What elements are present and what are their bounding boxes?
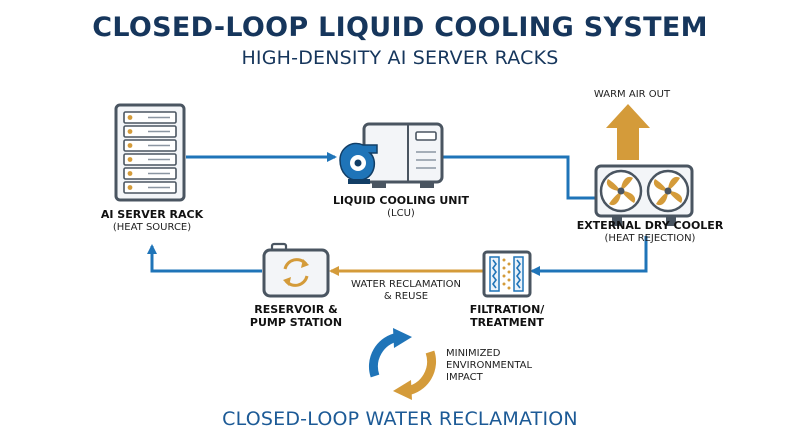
server-rack-icon <box>114 103 186 202</box>
dry-cooler-subtitle: (HEAT REJECTION) <box>604 233 696 244</box>
impact-line1: MINIMIZED <box>446 348 501 359</box>
filtration-label: FILTRATION/ TREATMENT <box>452 303 562 329</box>
page-title: CLOSED-LOOP LIQUID COOLING SYSTEM <box>92 12 708 43</box>
reservoir-label: RESERVOIR & PUMP STATION <box>236 303 356 329</box>
reclamation-line2: & REUSE <box>383 291 429 302</box>
filtration-icon <box>482 250 532 298</box>
reservoir-title-line1: RESERVOIR & <box>254 303 338 316</box>
impact-line2: ENVIRONMENTAL <box>446 360 533 371</box>
warm-air-label: WARM AIR OUT <box>593 89 671 100</box>
warm-air-arrow-icon <box>606 104 650 160</box>
reclamation-line1: WATER RECLAMATION <box>351 279 461 290</box>
filtration-title-line2: TREATMENT <box>470 316 544 329</box>
dry-cooler-icon <box>594 164 694 226</box>
dry-cooler-title: EXTERNAL DRY COOLER <box>576 219 724 232</box>
server-rack-label: AI SERVER RACK (HEAT SOURCE) <box>84 208 220 234</box>
flow-cooler-to-filtration <box>530 236 648 276</box>
cooling-unit-icon <box>339 122 444 188</box>
impact-label: MINIMIZED ENVIRONMENTAL IMPACT <box>446 348 566 384</box>
server-rack-subtitle: (HEAT SOURCE) <box>112 222 192 233</box>
page-subtitle: HIGH-DENSITY AI SERVER RACKS <box>241 47 559 69</box>
impact-line3: IMPACT <box>446 372 483 383</box>
reclamation-label: WATER RECLAMATION & REUSE <box>336 279 476 303</box>
cooling-unit-subtitle: (LCU) <box>387 208 415 219</box>
dry-cooler-label: EXTERNAL DRY COOLER (HEAT REJECTION) <box>570 219 730 245</box>
footer-title: CLOSED-LOOP WATER RECLAMATION <box>222 408 578 430</box>
server-rack-title: AI SERVER RACK <box>100 208 204 221</box>
recycle-loop-icon <box>368 328 437 400</box>
reservoir-title-line2: PUMP STATION <box>249 316 343 329</box>
reservoir-icon <box>262 242 330 298</box>
flow-lcu-to-cooler <box>443 155 596 200</box>
cooling-unit-title: LIQUID COOLING UNIT <box>332 194 470 207</box>
filtration-title-line1: FILTRATION/ <box>469 303 545 316</box>
cooling-unit-label: LIQUID COOLING UNIT (LCU) <box>326 194 476 220</box>
flow-reservoir-to-rack <box>147 244 262 273</box>
